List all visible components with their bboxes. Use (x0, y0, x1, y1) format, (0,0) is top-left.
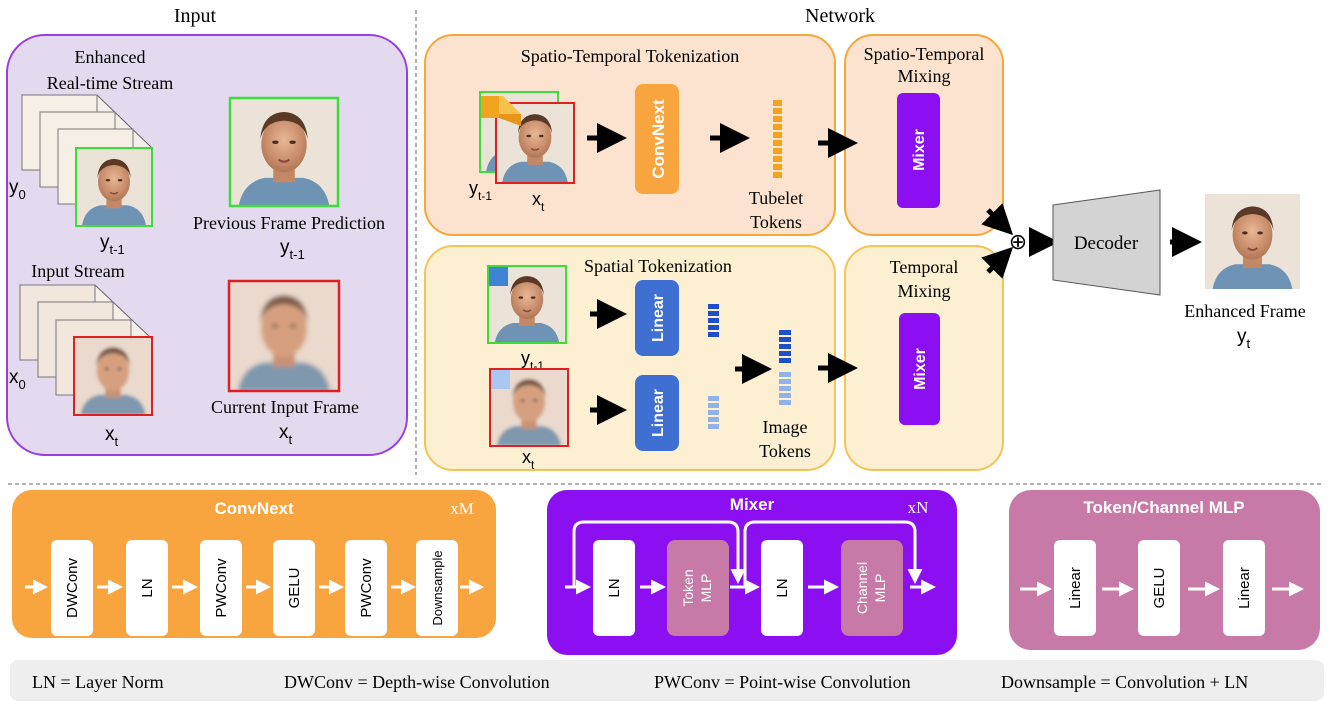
current-frame-label: Current Input Frame (211, 397, 359, 417)
st-x-label: xt (532, 189, 545, 214)
enhanced-stream-start: y0 (9, 177, 26, 202)
mlp-detail-title: Token/Channel MLP (1083, 498, 1244, 517)
s-cur-patch (491, 370, 510, 389)
mlp-gelu: GELU (1151, 568, 1168, 609)
block-dwconv: DWConv (64, 558, 81, 619)
st-mixing-title-1: Spatio-Temporal (864, 44, 985, 64)
current-frame-symbol: xt (279, 422, 293, 447)
block-ln: LN (139, 578, 156, 597)
arrow-t-to-sum (981, 246, 1014, 279)
legend-downsample: Downsample = Convolution + LN (1001, 672, 1248, 692)
enhanced-stream-stack (20, 94, 154, 227)
current-frame-border (227, 279, 341, 393)
legend-bar (10, 660, 1324, 701)
mlp-linear-1: Linear (1067, 567, 1084, 609)
mixer-repeat: xN (908, 498, 929, 517)
block-pwconv-1: PWConv (213, 558, 230, 618)
block-pwconv-2: PWConv (358, 558, 375, 618)
output-frame-image (1205, 192, 1300, 291)
st-mixer-module-label: Mixer (911, 129, 928, 171)
tubelet-tokens (773, 100, 782, 178)
previous-frame-border (228, 96, 340, 208)
tubelet-tokens-label-2: Tokens (750, 212, 802, 232)
t-mixing-title-2: Mixing (897, 281, 950, 301)
s-x-label: xt (522, 447, 535, 472)
mixer-detail-title: Mixer (730, 495, 775, 514)
image-tokens (779, 330, 791, 405)
enhanced-stream-end: yt-1 (100, 232, 125, 257)
mlp-linear-2: Linear (1236, 567, 1253, 609)
output-label: Enhanced Frame (1184, 301, 1305, 321)
enhanced-stream-label-1: Enhanced (75, 47, 146, 67)
tubelet-tokens-label-1: Tubelet (749, 188, 803, 208)
mixer-token-mlp-line2: MLP (698, 574, 714, 603)
arrow-st-to-sum (981, 203, 1014, 236)
linear-module-1-label: Linear (650, 294, 667, 342)
convnext-module-label: ConvNext (649, 99, 668, 179)
previous-frame-image (230, 98, 338, 206)
network-title: Network (805, 5, 875, 27)
enhanced-stream-label-2: Real-time Stream (47, 73, 173, 93)
st-tokenization-title: Spatio-Temporal Tokenization (521, 46, 740, 66)
tubelet-frames (479, 91, 575, 184)
mixer-token-mlp-line1: Token (680, 569, 696, 606)
input-stream-stack (18, 284, 153, 416)
output-symbol: yt (1237, 326, 1251, 351)
previous-frame-symbol: yt-1 (280, 237, 305, 262)
spatial-tokens-cur (708, 396, 719, 429)
linear-module-2-label: Linear (650, 389, 667, 437)
st-mixing-title-2: Mixing (897, 66, 950, 86)
st-mixer-module (897, 93, 940, 208)
mlp-blocks (1020, 540, 1304, 636)
convnext-module (635, 84, 679, 194)
input-title: Input (174, 5, 217, 27)
block-gelu: GELU (286, 568, 303, 609)
decoder-block (1052, 189, 1161, 296)
image-tokens-label-1: Image (763, 417, 808, 437)
previous-frame-label: Previous Frame Prediction (193, 213, 385, 233)
convnext-detail-title: ConvNext (214, 499, 294, 518)
block-downsample: Downsample (430, 550, 445, 625)
input-stream-end: xt (105, 424, 119, 449)
mixer-ln-1: LN (606, 578, 623, 597)
t-mixing-title-1: Temporal (890, 257, 959, 277)
image-tokens-label-2: Tokens (759, 441, 811, 461)
spatial-tokens-prev (708, 304, 719, 337)
legend-dwconv: DWConv = Depth-wise Convolution (284, 672, 550, 692)
s-prev-patch (489, 267, 508, 286)
input-stream-label: Input Stream (31, 261, 124, 281)
convnext-repeat: xM (450, 499, 474, 518)
mixer-channel-mlp-line1: Channel (854, 562, 870, 614)
t-mixer-module (899, 313, 940, 425)
sum-operator: ⊕ (1009, 229, 1027, 254)
mixer-ln-2: LN (774, 578, 791, 597)
s-tokenization-title: Spatial Tokenization (584, 256, 732, 276)
input-stream-start: x0 (9, 367, 26, 392)
st-y-label: yt-1 (469, 178, 492, 203)
s-cur-frame-border (489, 368, 569, 447)
linear-module-1 (635, 280, 679, 356)
legend-ln: LN = Layer Norm (32, 672, 164, 692)
mixer-flow (565, 520, 936, 636)
convnext-blocks (25, 540, 484, 636)
legend-pwconv: PWConv = Point-wise Convolution (654, 672, 911, 692)
t-mixer-module-label: Mixer (912, 348, 929, 390)
mixer-channel-mlp-line2: MLP (872, 574, 888, 603)
s-prev-frame-border (487, 265, 567, 344)
decoder-label: Decoder (1074, 233, 1139, 254)
current-frame-image (229, 281, 339, 391)
linear-module-2 (635, 375, 679, 451)
